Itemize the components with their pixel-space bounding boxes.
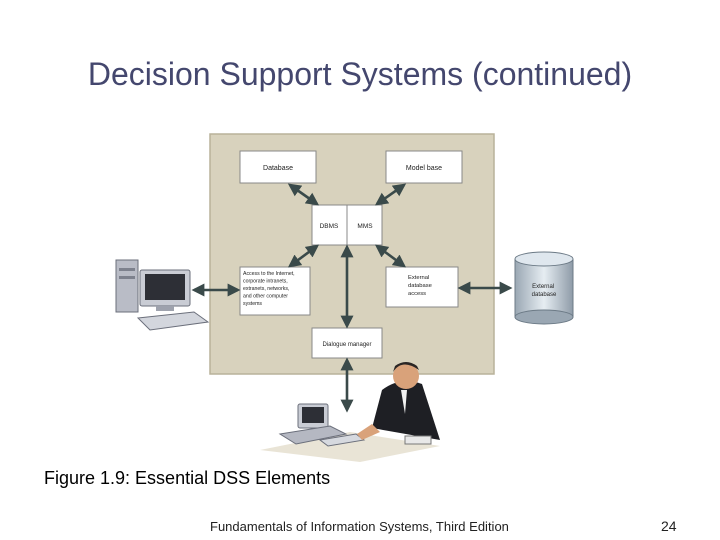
external-database-line-2: database [532, 292, 557, 298]
arrow-modelbase-mms [374, 183, 407, 206]
computer-icon [115, 259, 210, 331]
access-line-1: Access to the Internet, [243, 271, 295, 277]
external-database-line-1: External [532, 284, 554, 290]
mms-label: MMS [357, 223, 373, 230]
access-box: Access to the Internet, corporate intran… [239, 266, 311, 316]
external-access-line-3: access [408, 291, 426, 297]
access-line-2: corporate intranets, [243, 279, 288, 285]
dialogue-manager-box: Dialogue manager [311, 327, 383, 359]
external-database-label: External database [532, 284, 557, 298]
external-access-label: External database access [408, 275, 433, 297]
model-base-box: Model base [385, 150, 463, 184]
access-label: Access to the Internet, corporate intran… [243, 271, 296, 307]
access-line-4: and other computer [243, 294, 288, 300]
model-base-label: Model base [406, 165, 442, 172]
external-access-box: External database access [385, 266, 459, 308]
dss-diagram: Database Model base DBMS MMS Access to t… [115, 133, 574, 462]
access-line-5: systems [243, 301, 262, 307]
external-access-line-1: External [408, 275, 429, 281]
external-access-line-2: database [408, 283, 432, 289]
arrow-mms-external-access [374, 244, 407, 268]
page-number: 24 [661, 518, 677, 534]
access-line-3: extranets, networks, [243, 286, 289, 292]
user-at-desk-icon [260, 362, 440, 462]
figure-caption: Figure 1.9: Essential DSS Elements [44, 468, 331, 488]
arrow-database-dbms [287, 183, 320, 206]
database-label: Database [263, 165, 293, 172]
dialogue-manager-label: Dialogue manager [322, 342, 371, 348]
dbms-label: DBMS [320, 223, 339, 230]
arrow-dbms-access [287, 244, 320, 268]
slide-title: Decision Support Systems (continued) [87, 56, 633, 92]
slide-footer: Fundamentals of Information Systems, Thi… [210, 519, 509, 534]
dbms-mms-box: DBMS MMS [311, 204, 383, 246]
database-box: Database [239, 150, 317, 184]
external-database-cylinder: External database [514, 251, 574, 325]
